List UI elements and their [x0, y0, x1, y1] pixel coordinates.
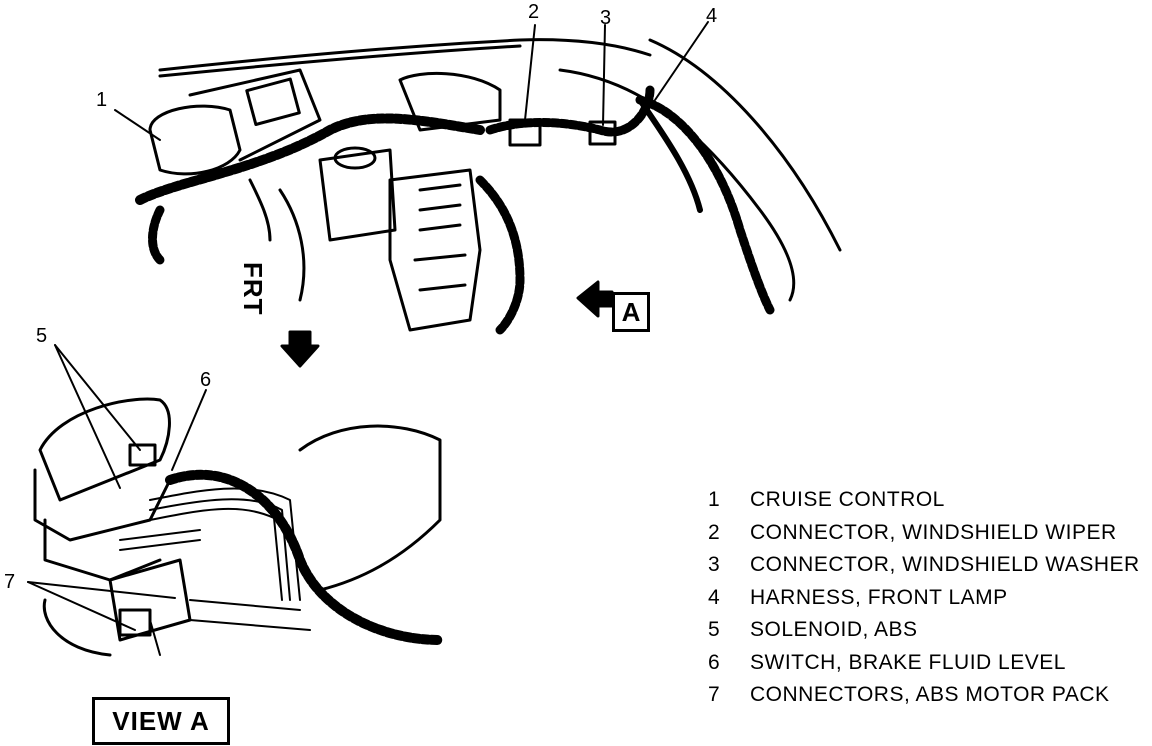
legend-text: CONNECTORS, ABS MOTOR PACK: [750, 683, 1110, 707]
legend: 1 CRUISE CONTROL 2 CONNECTOR, WINDSHIELD…: [708, 484, 1148, 712]
legend-text: SOLENOID, ABS: [750, 618, 918, 642]
legend-number: 3: [708, 553, 721, 577]
legend-number: 7: [708, 683, 721, 707]
view-a-master-cylinder: [38, 397, 171, 502]
leader-2: [524, 24, 536, 121]
frt-label: FRT: [238, 262, 268, 316]
callout-1: 1: [96, 89, 108, 111]
view-a-harness: [165, 469, 445, 645]
legend-number: 5: [708, 618, 721, 642]
legend-number: 2: [708, 520, 721, 544]
legend-item: 1 CRUISE CONTROL: [708, 484, 1148, 517]
wire-harness-left: [135, 113, 485, 205]
leader-1: [114, 109, 161, 141]
leader-5a: [54, 344, 141, 451]
legend-text: CRUISE CONTROL: [750, 488, 945, 512]
callout-4: 4: [706, 5, 718, 27]
arrow-a: [576, 280, 614, 318]
callout-5: 5: [36, 325, 48, 347]
abs-unit: [388, 168, 482, 332]
cruise-control-module: [148, 104, 242, 176]
brake-reservoir: [318, 148, 397, 242]
leader-5b: [54, 344, 121, 489]
legend-number: 1: [708, 488, 721, 512]
legend-item: 6 SWITCH, BRAKE FLUID LEVEL: [708, 647, 1148, 680]
view-a-brake-lines: [149, 487, 301, 601]
callout-7: 7: [4, 571, 16, 593]
legend-item: 5 SOLENOID, ABS: [708, 614, 1148, 647]
callout-2: 2: [528, 1, 540, 23]
legend-number: 6: [708, 650, 721, 674]
legend-item: 4 HARNESS, FRONT LAMP: [708, 582, 1148, 615]
leader-4: [654, 21, 709, 101]
legend-text: SWITCH, BRAKE FLUID LEVEL: [750, 650, 1066, 674]
leader-6: [171, 389, 207, 471]
cowl-edge: [158, 38, 652, 72]
leader-7b: [27, 581, 136, 631]
view-a-label: VIEW A: [92, 697, 230, 745]
callout-6: 6: [200, 369, 212, 391]
leader-7a: [27, 581, 176, 599]
callout-3: 3: [600, 7, 612, 29]
leader-3: [602, 24, 606, 126]
fender-line: [648, 38, 842, 252]
legend-item: 7 CONNECTORS, ABS MOTOR PACK: [708, 679, 1148, 712]
arrow-a-label: A: [612, 292, 650, 332]
legend-number: 4: [708, 585, 721, 609]
legend-text: CONNECTOR, WINDSHIELD WASHER: [750, 553, 1140, 577]
front-lamp-harness: [635, 95, 775, 315]
frt-arrow: [280, 330, 320, 368]
legend-text: CONNECTOR, WINDSHIELD WIPER: [750, 520, 1117, 544]
legend-item: 2 CONNECTOR, WINDSHIELD WIPER: [708, 517, 1148, 550]
legend-item: 3 CONNECTOR, WINDSHIELD WASHER: [708, 549, 1148, 582]
legend-text: HARNESS, FRONT LAMP: [750, 585, 1008, 609]
